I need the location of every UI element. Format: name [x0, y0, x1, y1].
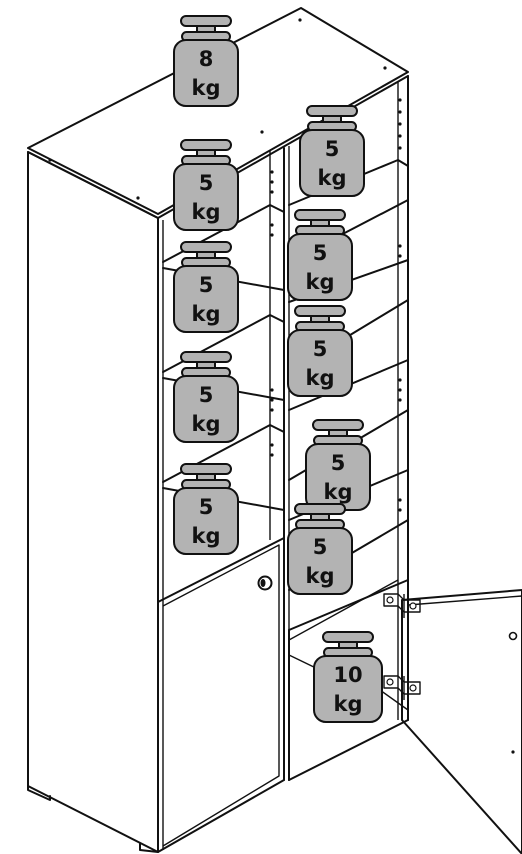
weight-unit: kg [306, 564, 335, 588]
weight-unit: kg [306, 270, 335, 294]
weight-handle [306, 105, 358, 117]
weight-body [287, 233, 353, 301]
weight-value: 10 [333, 663, 362, 687]
weight-body [173, 487, 239, 555]
weight-body [287, 527, 353, 595]
weight-value: 5 [199, 273, 214, 297]
weight-r3: 5 kg [287, 305, 353, 397]
weight-handle [294, 305, 346, 317]
weights-layer: 8 kg 5 kg 5 kg 5 kg 5 kg 5 kg 5 kg 5 kg 5 kg 5 kg 10 kg [173, 15, 383, 723]
weight-body [299, 129, 365, 197]
weight-r2: 5 kg [287, 209, 353, 301]
hinge-upper [383, 593, 421, 618]
weight-l1: 5 kg [173, 139, 239, 231]
weight-r5: 5 kg [287, 503, 353, 595]
weight-l3: 5 kg [173, 351, 239, 443]
weight-unit: kg [318, 166, 347, 190]
weight-unit: kg [192, 200, 221, 224]
weight-top: 8 kg [173, 15, 239, 107]
weight-r4: 5 kg [305, 419, 371, 511]
weight-handle [180, 15, 232, 27]
weight-handle [180, 351, 232, 363]
weight-value: 5 [331, 451, 346, 475]
weight-r1: 5 kg [299, 105, 365, 197]
weight-handle [294, 209, 346, 221]
weight-unit: kg [192, 412, 221, 436]
weight-bottom: 10 kg [313, 631, 383, 723]
weight-body [173, 39, 239, 107]
weight-unit: kg [192, 76, 221, 100]
weight-body [173, 265, 239, 333]
weight-handle [322, 631, 374, 643]
weight-unit: kg [334, 692, 363, 716]
weight-l4: 5 kg [173, 463, 239, 555]
weight-unit: kg [192, 302, 221, 326]
door-knob [257, 575, 273, 591]
weight-handle [180, 241, 232, 253]
hinge-lower [383, 675, 421, 700]
weight-value: 5 [313, 337, 328, 361]
weight-handle [294, 503, 346, 515]
weight-value: 5 [313, 241, 328, 265]
weight-value: 8 [199, 47, 214, 71]
weight-value: 5 [199, 383, 214, 407]
lower-right-compartment [288, 579, 409, 781]
weight-handle [180, 463, 232, 475]
weight-unit: kg [306, 366, 335, 390]
weight-value: 5 [199, 495, 214, 519]
weight-body [173, 163, 239, 231]
weight-handle [180, 139, 232, 151]
weight-value: 5 [313, 535, 328, 559]
weight-l2: 5 kg [173, 241, 239, 333]
weight-value: 5 [325, 137, 340, 161]
weight-body [313, 655, 383, 723]
weight-unit: kg [192, 524, 221, 548]
cabinet-feet [27, 785, 159, 853]
weight-handle [312, 419, 364, 431]
weight-body [173, 375, 239, 443]
weight-value: 5 [199, 171, 214, 195]
weight-body [287, 329, 353, 397]
shelf-pin-holes [48, 18, 402, 512]
weight-unit: kg [324, 480, 353, 504]
right-door-open [401, 589, 522, 854]
